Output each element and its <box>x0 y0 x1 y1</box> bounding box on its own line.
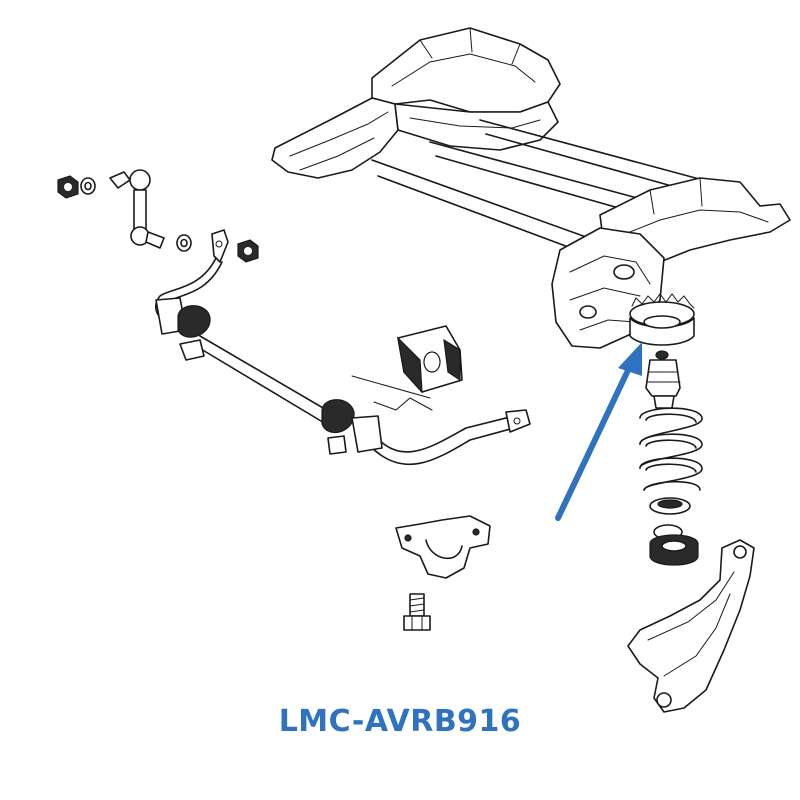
strut-top-mount <box>629 293 695 346</box>
anti-roll-bar <box>155 229 531 466</box>
coil-spring <box>639 407 703 491</box>
stabilizer-link <box>57 169 259 263</box>
lower-control-arm <box>627 539 755 713</box>
spring-seat <box>649 524 699 566</box>
pointer-arrow <box>555 342 642 521</box>
part-number-label: LMC-AVRB916 <box>278 704 522 739</box>
bushing-bracket <box>395 515 491 579</box>
rubber-bushing <box>397 325 463 394</box>
subframe-drawing <box>271 27 791 349</box>
bolt <box>403 593 431 631</box>
bump-stop <box>645 350 681 409</box>
bearing-ring <box>649 497 691 515</box>
